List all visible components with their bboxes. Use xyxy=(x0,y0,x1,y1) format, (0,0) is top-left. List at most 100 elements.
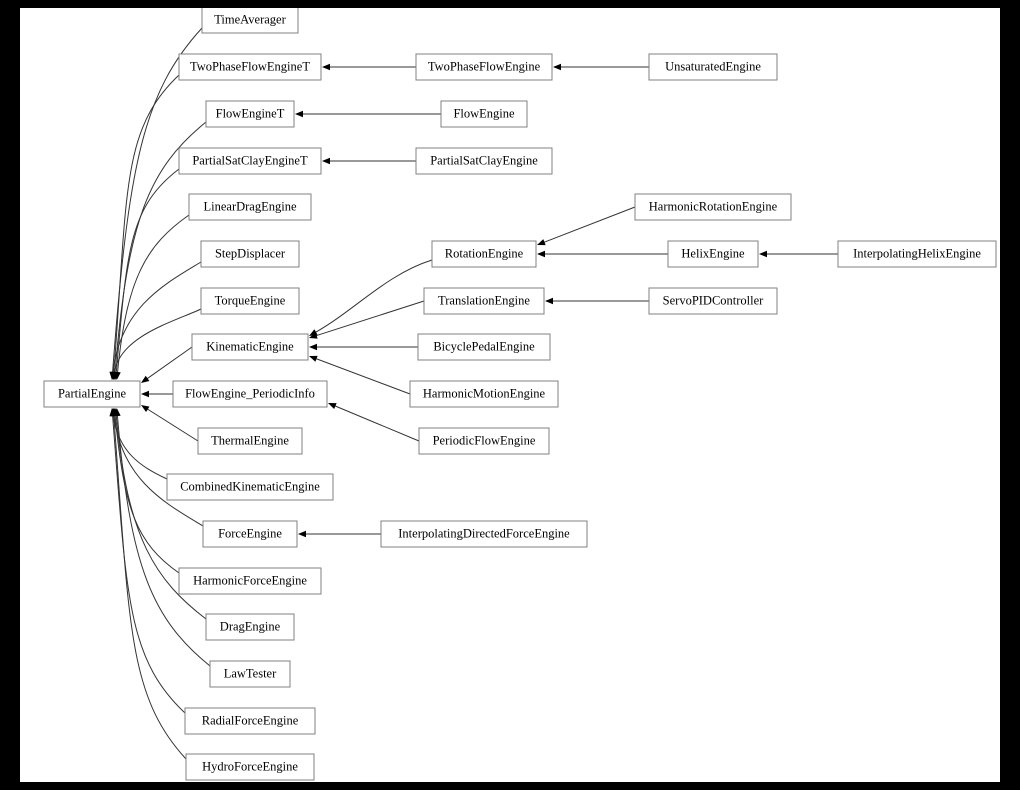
inheritance-edge xyxy=(116,414,211,667)
class-node-stepdisplacer[interactable]: StepDisplacer xyxy=(200,240,300,268)
class-node-box[interactable] xyxy=(191,333,309,361)
class-node-box[interactable] xyxy=(648,53,778,81)
class-node-translationengine[interactable]: TranslationEngine xyxy=(423,287,545,315)
class-node-forceengine[interactable]: ForceEngine xyxy=(202,520,298,548)
class-node-thermalengine[interactable]: ThermalEngine xyxy=(197,427,303,455)
class-node-box[interactable] xyxy=(178,53,322,81)
class-node-combinedkinematicengine[interactable]: CombinedKinematicEngine xyxy=(166,473,334,501)
inheritance-edge xyxy=(543,206,636,243)
class-node-kinematicengine[interactable]: KinematicEngine xyxy=(191,333,309,361)
class-node-box[interactable] xyxy=(188,193,312,221)
class-node-dragengine[interactable]: DragEngine xyxy=(205,613,295,641)
class-node-box[interactable] xyxy=(417,333,551,361)
class-node-partialengine[interactable]: PartialEngine xyxy=(43,380,141,408)
class-node-radialforceengine[interactable]: RadialForceEngine xyxy=(184,707,316,735)
inheritance-edge xyxy=(334,405,420,442)
class-node-box[interactable] xyxy=(172,380,328,408)
class-node-flowenginet[interactable]: FlowEngineT xyxy=(205,100,295,128)
class-node-box[interactable] xyxy=(431,240,537,268)
class-node-unsaturatedengine[interactable]: UnsaturatedEngine xyxy=(648,53,778,81)
inheritance-edge xyxy=(113,308,202,374)
class-node-harmonicmotionengine[interactable]: HarmonicMotionEngine xyxy=(409,380,559,408)
inheritance-edge xyxy=(113,414,187,760)
class-node-box[interactable] xyxy=(440,100,528,128)
class-node-box[interactable] xyxy=(178,147,322,175)
class-node-box[interactable] xyxy=(205,613,295,641)
class-node-box[interactable] xyxy=(648,287,778,315)
class-node-box[interactable] xyxy=(200,240,300,268)
class-node-box[interactable] xyxy=(200,287,300,315)
class-node-box[interactable] xyxy=(202,520,298,548)
inheritance-arrowhead xyxy=(309,355,318,362)
inheritance-edge xyxy=(113,74,180,374)
class-node-interpolatingdirectedforceengine[interactable]: InterpolatingDirectedForceEngine xyxy=(380,520,588,548)
class-node-box[interactable] xyxy=(423,287,545,315)
class-node-box[interactable] xyxy=(409,380,559,408)
class-node-periodicflowengine[interactable]: PeriodicFlowEngine xyxy=(418,427,550,455)
class-node-partialsatclayengine[interactable]: PartialSatClayEngine xyxy=(415,147,553,175)
inheritance-arrowhead xyxy=(141,390,149,398)
inheritance-arrowhead xyxy=(111,371,118,380)
class-node-lawtester[interactable]: LawTester xyxy=(209,660,291,688)
class-node-harmonicforceengine[interactable]: HarmonicForceEngine xyxy=(178,567,322,595)
inheritance-arrowhead xyxy=(298,530,306,538)
class-node-box[interactable] xyxy=(415,53,553,81)
class-node-box[interactable] xyxy=(380,520,588,548)
class-node-box[interactable] xyxy=(43,380,141,408)
inheritance-arrowhead xyxy=(295,110,303,118)
class-node-box[interactable] xyxy=(185,753,315,781)
class-node-bicyclepedalengine[interactable]: BicyclePedalEngine xyxy=(417,333,551,361)
class-node-helixengine[interactable]: HelixEngine xyxy=(667,240,759,268)
inheritance-edge xyxy=(114,121,207,374)
inheritance-arrowhead xyxy=(759,250,767,258)
class-node-box[interactable] xyxy=(184,707,316,735)
inheritance-arrowhead xyxy=(309,343,317,351)
inheritance-arrowhead xyxy=(545,297,553,305)
inheritance-arrowhead xyxy=(322,63,330,71)
class-node-box[interactable] xyxy=(209,660,291,688)
class-node-interpolatinghelixengine[interactable]: InterpolatingHelixEngine xyxy=(837,240,997,268)
inheritance-arrowhead xyxy=(328,403,337,410)
class-node-box[interactable] xyxy=(418,427,550,455)
inheritance-arrowhead xyxy=(141,375,150,383)
inheritance-edge xyxy=(114,414,180,574)
inheritance-arrowhead xyxy=(537,239,546,246)
class-node-box[interactable] xyxy=(205,100,295,128)
class-node-lineardragengine[interactable]: LinearDragEngine xyxy=(188,193,312,221)
class-node-twophaseflowengine[interactable]: TwoPhaseFlowEngine xyxy=(415,53,553,81)
inheritance-edge xyxy=(115,168,180,374)
inheritance-arrowhead xyxy=(141,405,150,412)
inheritance-edge xyxy=(116,214,190,374)
inheritance-arrowhead xyxy=(322,157,330,165)
inheritance-edge xyxy=(146,346,193,380)
class-node-box[interactable] xyxy=(415,147,553,175)
class-node-partialsatclayenginet[interactable]: PartialSatClayEngineT xyxy=(178,147,322,175)
class-node-harmonicrotationengine[interactable]: HarmonicRotationEngine xyxy=(634,193,792,221)
class-node-box[interactable] xyxy=(667,240,759,268)
class-node-box[interactable] xyxy=(197,427,303,455)
class-node-box[interactable] xyxy=(837,240,997,268)
class-node-hydroforceengine[interactable]: HydroForceEngine xyxy=(185,753,315,781)
class-node-torqueengine[interactable]: TorqueEngine xyxy=(200,287,300,315)
class-node-twophaseflowenginet[interactable]: TwoPhaseFlowEngineT xyxy=(178,53,322,81)
inheritance-arrowhead xyxy=(309,332,318,339)
class-node-rotationengine[interactable]: RotationEngine xyxy=(431,240,537,268)
class-node-box[interactable] xyxy=(166,473,334,501)
class-node-timeaverager[interactable]: TimeAverager xyxy=(201,8,299,34)
class-node-box[interactable] xyxy=(201,8,299,34)
inheritance-arrowhead xyxy=(110,408,117,417)
inheritance-edge xyxy=(115,414,207,620)
class-node-box[interactable] xyxy=(178,567,322,595)
class-node-flowengine_periodicinfo[interactable]: FlowEngine_PeriodicInfo xyxy=(172,380,328,408)
inheritance-edge xyxy=(315,358,411,395)
class-node-servopidcontroller[interactable]: ServoPIDController xyxy=(648,287,778,315)
inheritance-edge xyxy=(112,414,186,714)
inheritance-edge xyxy=(113,414,204,527)
class-node-flowengine[interactable]: FlowEngine xyxy=(440,100,528,128)
class-node-box[interactable] xyxy=(634,193,792,221)
inheritance-arrowhead xyxy=(537,250,545,258)
